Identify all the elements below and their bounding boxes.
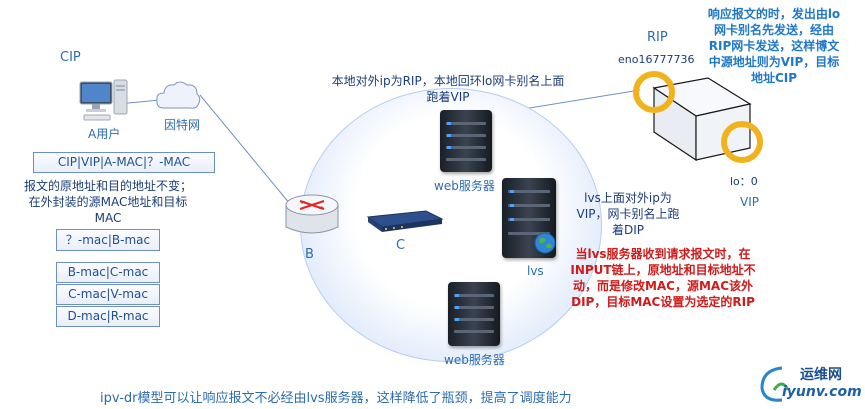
packet-header-box: CIP|VIP|A-MAC|？-MAC [33,152,215,173]
top-note-line-1: 本地对外ip为RIP，本地回环lo网卡别名上面 [331,74,565,88]
mac-box-unknown-b: ？-mac|B-mac [56,229,160,251]
globe-icon [534,232,556,254]
red-note-line-4: DIP，目标MAC设置为选定的RIP [571,295,755,309]
top-note: 本地对外ip为RIP，本地回环lo网卡别名上面 跑着VIP [318,73,578,105]
response-note-line-5: 地址CIP [750,71,798,85]
left-note-line-3: MAC [94,211,122,225]
router-icon [284,193,340,241]
response-note-line-2: 网卡别名先发送，经由 [713,23,834,37]
web-server-top-label: web服务器 [434,179,495,193]
response-note-line-3: RIP网卡发送，这样博文 [708,39,840,53]
lvs-note-line-2: VIP，网卡别名上跑 [576,207,680,221]
watermark-logo: 运维网 iyunv.com [752,360,862,406]
watermark-url: iyunv.com [782,384,862,400]
lo-label: lo：0 [730,175,758,188]
red-note-line-1: 当lvs服务器收到请求报文时，在 [575,247,751,261]
mac-box-d-r: D-mac|R-mac [56,306,160,327]
red-note-line-3: 动，而是修改MAC，源MAC该外 [572,279,754,293]
lvs-label: lvs [527,264,544,278]
internet-cloud-icon [154,78,202,114]
desktop-computer-icon [78,78,130,124]
host-cube-icon [620,58,770,168]
watermark-swirl-icon [760,366,790,402]
lvs-note: lvs上面对外ip为 VIP，网卡别名上跑 着DIP [568,190,688,238]
response-note-line-1: 响应报文的时，发出由lo [707,7,841,21]
response-note-line-4: 中源地址则为VIP，目标 [708,55,840,69]
lvs-note-line-1: lvs上面对外ip为 [584,191,672,205]
cip-label: CIP [60,50,81,65]
mac-box-c-v: C-mac|V-mac [56,284,160,305]
left-note: 报文的原地址和目的地址不变； 在外封装的源MAC地址和目标 MAC [8,178,208,226]
watermark-cn: 运维网 [800,367,842,383]
mac-box-b-c: B-mac|C-mac [56,262,160,283]
left-note-line-2: 在外封装的源MAC地址和目标 [28,195,188,209]
user-label: A用户 [88,127,121,141]
rip-label: RIP [647,30,668,45]
web-server-bottom-label: web服务器 [444,353,505,367]
web-server-bottom-icon [448,282,500,346]
switch-icon [364,207,444,233]
router-label: B [305,247,314,262]
left-note-line-1: 报文的原地址和目的地址不变； [23,179,192,193]
lvs-red-note: 当lvs服务器收到请求报文时，在 INPUT链上，原地址和目标地址不 动，而是修… [552,246,774,310]
switch-label: C [396,238,406,253]
eno-label: eno16777736 [618,53,695,66]
red-note-line-2: INPUT链上，原地址和目标地址不 [570,263,756,277]
top-note-line-2: 跑着VIP [426,90,470,104]
vip-label: VIP [740,195,759,209]
response-note: 响应报文的时，发出由lo 网卡别名先发送，经由 RIP网卡发送，这样博文 中源地… [688,6,860,86]
internet-label: 因特网 [164,118,201,132]
web-server-top-icon [440,110,492,172]
bottom-caption: ipv-dr模型可以让响应报文不必经由lvs服务器，这样降低了瓶颈，提高了调度能… [100,391,572,406]
lvs-note-line-3: 着DIP [611,223,645,237]
